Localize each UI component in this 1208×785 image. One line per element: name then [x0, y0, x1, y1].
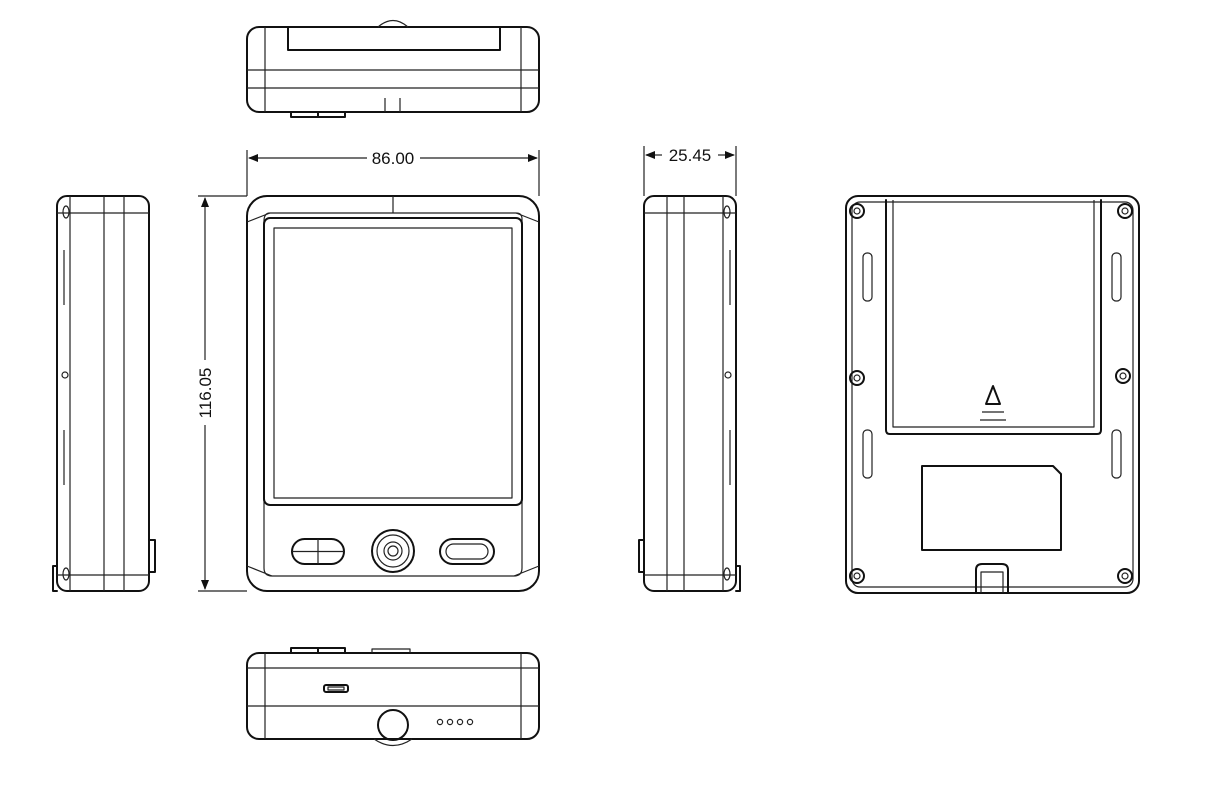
bottom-view — [247, 648, 539, 746]
rear-screws — [850, 204, 1132, 583]
usb-port — [324, 685, 348, 692]
depth-dimension-label: 25.45 — [669, 146, 712, 165]
indicator-dots — [437, 719, 472, 724]
indicator-dot — [467, 719, 472, 724]
indicator-dot — [457, 719, 462, 724]
indicator-dot — [447, 719, 452, 724]
height-dimension-label: 116.05 — [196, 368, 215, 419]
top-view — [247, 21, 539, 118]
indicator-dot — [437, 719, 442, 724]
width-dimension: 86.00 — [247, 149, 539, 196]
depth-dimension: 25.45 — [644, 146, 736, 196]
rear-view — [846, 196, 1139, 593]
left-oval-button[interactable] — [292, 539, 344, 564]
width-dimension-label: 86.00 — [372, 149, 415, 168]
height-dimension: 116.05 — [196, 196, 247, 591]
left-side-view — [53, 196, 155, 591]
right-oval-button[interactable] — [440, 539, 494, 564]
bottom-round-button[interactable] — [374, 710, 412, 746]
center-round-button[interactable] — [372, 530, 414, 572]
right-side-view — [639, 196, 740, 591]
front-view — [247, 196, 539, 591]
